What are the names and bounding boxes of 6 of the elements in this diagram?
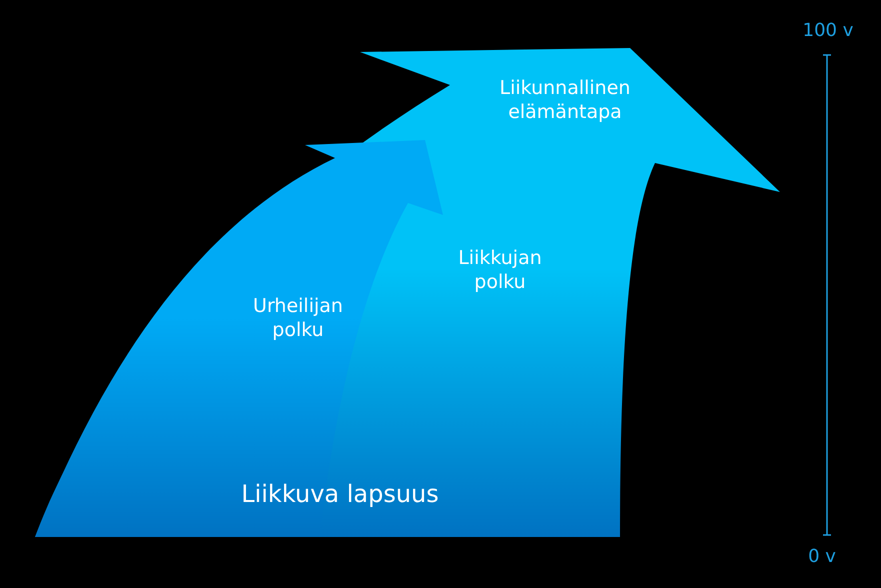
scale-label: 100 v: [802, 20, 854, 41]
scale-label: 0 v: [808, 546, 836, 567]
arrow-label: Liikkujan polku: [457, 246, 543, 294]
arrow-label: Liikunnallinen elämäntapa: [498, 76, 632, 124]
arrow-label: Liikkuva lapsuus: [240, 482, 440, 506]
arrow-label: Urheilijan polku: [252, 294, 344, 342]
